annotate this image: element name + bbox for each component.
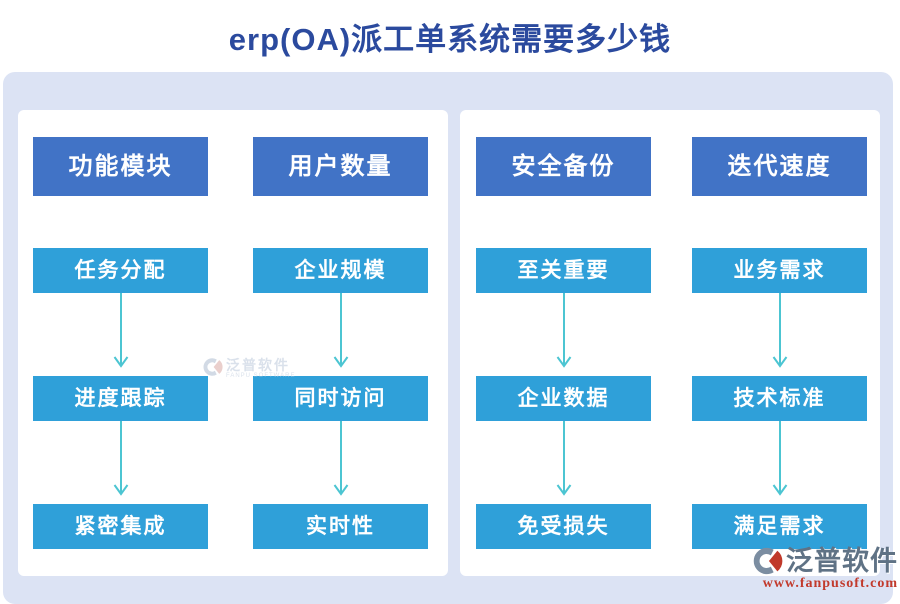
flow-item: 企业数据 (476, 376, 651, 421)
flow-item: 企业规模 (253, 248, 428, 293)
flow-item: 紧密集成 (33, 504, 208, 549)
column-header: 功能模块 (33, 137, 208, 196)
column-header: 用户数量 (253, 137, 428, 196)
flow-column-function-modules: 功能模块 任务分配 进度跟踪 紧密集成 (33, 137, 208, 576)
down-arrow-icon (556, 421, 571, 496)
down-arrow-icon (333, 293, 348, 368)
flow-item: 业务需求 (692, 248, 867, 293)
flow-item: 同时访问 (253, 376, 428, 421)
flow-item: 满足需求 (692, 504, 867, 549)
footer-logo-url: www.fanpusoft.com (762, 576, 898, 591)
page-title: erp(OA)派工单系统需要多少钱 (228, 22, 672, 57)
flow-item: 任务分配 (33, 248, 208, 293)
flow-item: 免受损失 (476, 504, 651, 549)
flow-column-security-backup: 安全备份 至关重要 企业数据 免受损失 (476, 137, 651, 576)
flow-item: 至关重要 (476, 248, 651, 293)
fanpu-logo-icon (753, 547, 783, 575)
flow-item: 技术标准 (692, 376, 867, 421)
footer-logo: 泛普软件 www.fanpusoft.com (748, 546, 898, 592)
flow-item: 实时性 (253, 504, 428, 549)
column-header: 安全备份 (476, 137, 651, 196)
panel-left: 功能模块 任务分配 进度跟踪 紧密集成 用户数量 企业规模 同时访问 实时性 (18, 110, 448, 576)
down-arrow-icon (333, 421, 348, 496)
down-arrow-icon (113, 421, 128, 496)
flow-column-iteration-speed: 迭代速度 业务需求 技术标准 满足需求 (692, 137, 867, 576)
column-header: 迭代速度 (692, 137, 867, 196)
flow-item: 进度跟踪 (33, 376, 208, 421)
flow-column-user-count: 用户数量 企业规模 同时访问 实时性 (253, 137, 428, 576)
background-panel: 功能模块 任务分配 进度跟踪 紧密集成 用户数量 企业规模 同时访问 实时性 安… (3, 72, 893, 604)
panel-right: 安全备份 至关重要 企业数据 免受损失 迭代速度 业务需求 技术标准 满足需求 (460, 110, 880, 576)
down-arrow-icon (772, 293, 787, 368)
footer-logo-name: 泛普软件 (786, 546, 898, 576)
down-arrow-icon (113, 293, 128, 368)
down-arrow-icon (772, 421, 787, 496)
down-arrow-icon (556, 293, 571, 368)
